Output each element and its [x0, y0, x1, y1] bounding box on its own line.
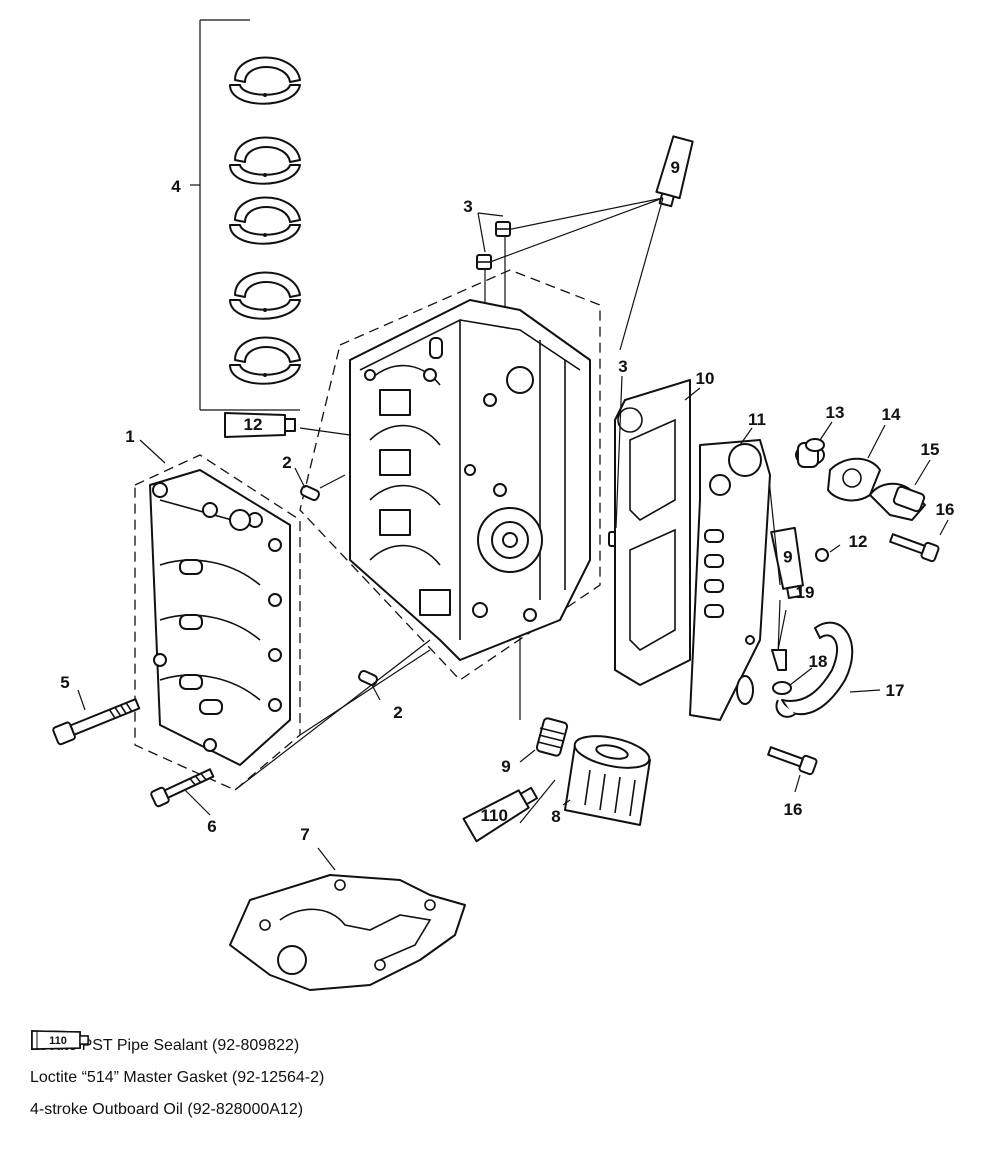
bearing-shell-3 [229, 196, 301, 245]
exhaust-cover [689, 439, 771, 721]
bearing-set [190, 19, 300, 411]
svg-text:9: 9 [671, 158, 680, 177]
callout-18: 18 [809, 652, 828, 671]
callout-6: 6 [207, 817, 216, 836]
pipe-plug-12 [815, 548, 829, 562]
thermostat [795, 438, 825, 468]
hose [775, 621, 854, 718]
callout-13: 13 [826, 403, 845, 422]
legend-text-9: Loctite PST Pipe Sealant (92-809822) [30, 1037, 300, 1054]
sealant-tube-9-side: 9 [770, 526, 804, 600]
hose-clamp [772, 681, 792, 695]
bolt-5 [52, 698, 141, 746]
callout-2-lower: 2 [393, 703, 402, 722]
svg-text:110: 110 [49, 1035, 67, 1047]
legend-text-110: 4-stroke Outboard Oil (92-828000A12) [30, 1101, 304, 1118]
callout-labels: 1 2 2 3 3 4 5 6 7 8 9 10 11 12 13 14 15 … [60, 177, 954, 844]
bolt-6 [150, 768, 215, 808]
dowel-pin-lower [358, 669, 378, 687]
callout-16-upper: 16 [936, 500, 955, 519]
callout-15: 15 [921, 440, 940, 459]
svg-text:110: 110 [481, 806, 508, 825]
legend-row-12: 12 Loctite “514” Master Gasket (92-12564… [30, 1030, 325, 1094]
oil-filter [564, 735, 651, 826]
plug-middle [476, 254, 492, 270]
legend-text-12: Loctite “514” Master Gasket (92-12564-2) [30, 1069, 325, 1086]
cylinder-block [299, 269, 601, 681]
lower-gasket [229, 874, 466, 991]
thermostat-gasket [827, 457, 881, 502]
callout-11: 11 [748, 410, 766, 429]
callout-9: 9 [501, 757, 510, 776]
callout-3-top: 3 [463, 197, 472, 216]
callout-19: 19 [796, 583, 815, 602]
callout-7: 7 [300, 825, 309, 844]
oil-tube-110: 110 [462, 786, 539, 843]
callout-5: 5 [60, 673, 69, 692]
legend-row-110: 110 4-stroke Outboard Oil (92-828000A12) [30, 1030, 324, 1126]
bearing-shell-2 [229, 136, 301, 185]
callout-16-lower: 16 [784, 800, 803, 819]
legend: 9 Loctite PST Pipe Sealant (92-809822) 1… [30, 1030, 324, 1126]
side-gasket [614, 379, 691, 686]
bolt-16-upper [889, 533, 940, 563]
callout-8: 8 [551, 807, 560, 826]
plug-top [495, 221, 511, 237]
elbow-fitting [771, 649, 787, 671]
callout-leaders [77, 212, 949, 871]
dowel-pin-upper [300, 484, 320, 502]
svg-text:12: 12 [244, 415, 263, 434]
threaded-fitting [535, 717, 569, 757]
callout-12: 12 [849, 532, 868, 551]
bearing-shell-4 [229, 271, 301, 320]
bolt-16-lower [767, 746, 818, 776]
bearing-shell-1 [229, 56, 301, 105]
callout-10: 10 [696, 369, 715, 388]
sealant-tube-9-top: 9 [655, 135, 694, 208]
thermostat-housing [869, 482, 926, 521]
callout-4: 4 [171, 177, 181, 196]
callout-3-side: 3 [618, 357, 627, 376]
svg-text:9: 9 [783, 548, 792, 567]
callout-2-upper: 2 [282, 453, 291, 472]
crankcase-cover [134, 454, 301, 791]
bearing-shell-5 [229, 336, 301, 385]
tube-icon: 110 [31, 1030, 89, 1050]
callout-1: 1 [125, 427, 134, 446]
callout-17: 17 [886, 681, 905, 700]
callout-14: 14 [882, 405, 901, 424]
sealant-tube-12: 12 [224, 412, 296, 438]
